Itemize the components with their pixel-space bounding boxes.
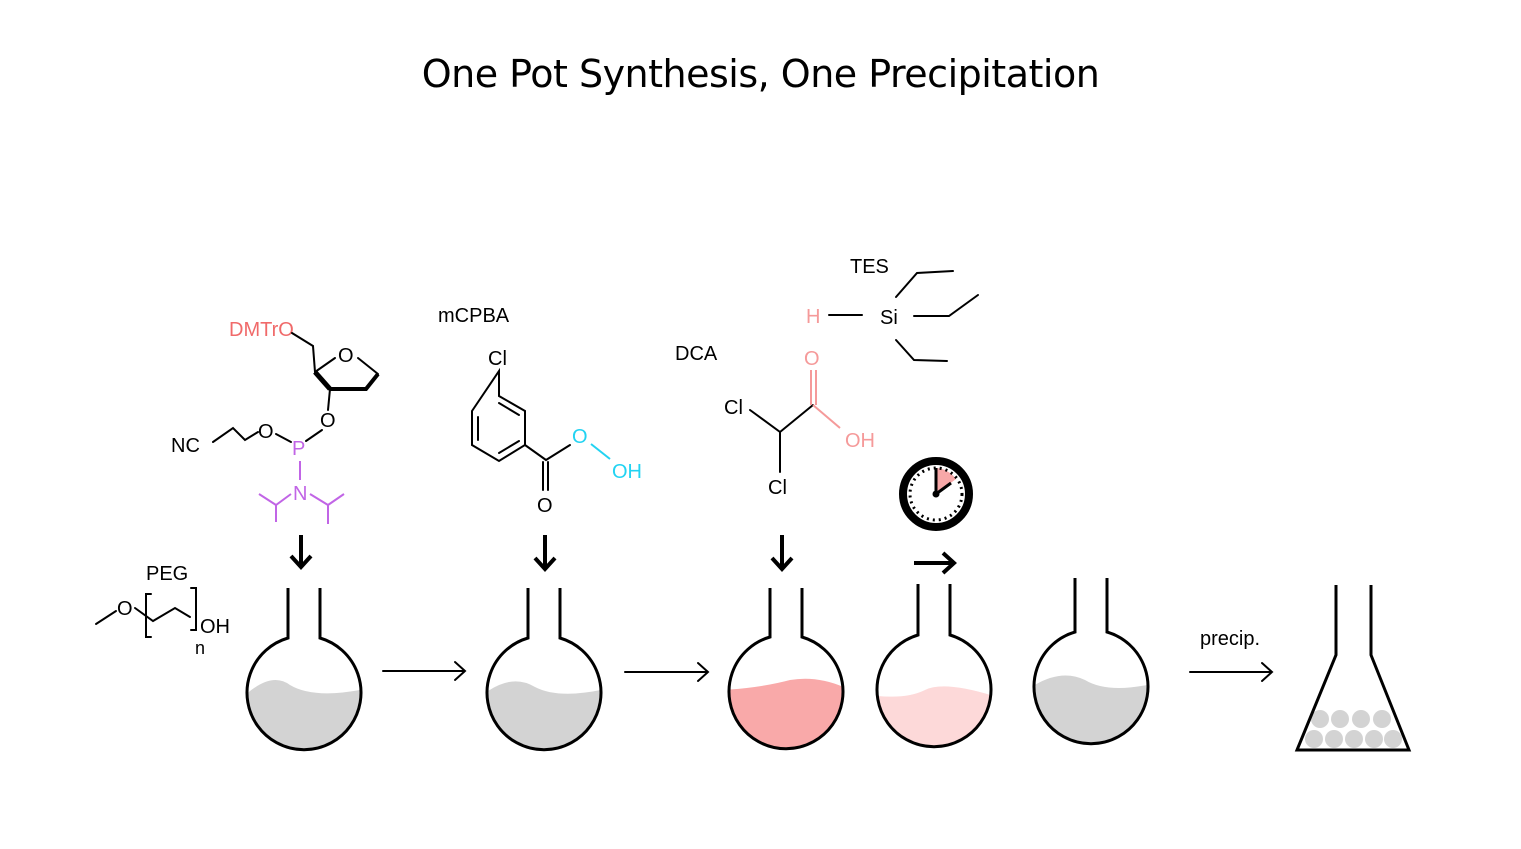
add-reagent-arrow-2 <box>533 535 557 572</box>
precip-label: precip. <box>1200 628 1260 650</box>
tes-structure: TES H Si <box>806 256 979 362</box>
mcpba-chlorine: Cl <box>488 348 507 370</box>
dca-carbonyl-oxygen: O <box>804 348 820 370</box>
phosphoramidite-structure: DMTrO O O P O NC N <box>171 319 380 524</box>
dca-hydroxyl: OH <box>845 430 875 452</box>
benzene-ring <box>471 367 526 463</box>
step-arrow-1 <box>382 661 467 681</box>
dca-structure: DCA Cl Cl O OH <box>675 343 875 499</box>
page-title: One Pot Synthesis, One Precipitation <box>421 52 1100 96</box>
peg-structure: PEG O OH n <box>95 563 230 658</box>
dmtro-label: DMTrO <box>229 319 294 341</box>
bold-bond <box>330 372 380 391</box>
mcpba-peroxy-oxygen: O <box>572 426 588 448</box>
bond <box>291 332 316 373</box>
peg-hydroxyl: OH <box>200 616 230 638</box>
bond <box>590 443 611 460</box>
bond <box>305 429 323 442</box>
oxygen-3: O <box>320 410 336 432</box>
bond <box>134 606 191 623</box>
erlenmeyer-flask-precipitate <box>1294 585 1412 752</box>
clock-icon <box>899 457 973 531</box>
bond <box>212 426 259 443</box>
mcpba-hydroxyl: OH <box>612 461 642 483</box>
bond <box>749 404 814 473</box>
flask-1 <box>245 588 363 752</box>
flask-2 <box>485 588 603 752</box>
ring-oxygen: O <box>338 345 354 367</box>
tes-hydride: H <box>806 306 820 328</box>
dca-chlorine-2: Cl <box>768 477 787 499</box>
add-reagent-arrow-3 <box>770 535 794 572</box>
flask-3 <box>727 588 845 751</box>
erlenmeyer-outline <box>1294 585 1412 752</box>
double-bond <box>542 461 549 491</box>
mcpba-structure: mCPBA Cl O O OH <box>438 305 642 517</box>
precipitation-arrow <box>1189 662 1274 682</box>
step-arrow-2 <box>624 662 710 682</box>
add-reagent-arrow-1 <box>289 535 313 570</box>
bond <box>275 433 292 443</box>
bond <box>524 444 571 462</box>
nitrile-label: NC <box>171 435 200 457</box>
tes-label: TES <box>850 256 889 278</box>
time-arrow <box>914 551 957 575</box>
tes-silicon: Si <box>880 307 898 329</box>
flask-4 <box>875 584 993 749</box>
flask-liquid <box>248 680 362 750</box>
flask-outline <box>1032 578 1150 746</box>
peg-repeat-n: n <box>195 638 205 658</box>
peg-oxygen: O <box>117 598 133 620</box>
bond <box>327 388 331 411</box>
isopropyl-bonds <box>258 493 345 524</box>
mcpba-carbonyl-oxygen: O <box>537 495 553 517</box>
dca-label: DCA <box>675 343 718 365</box>
ethyl-bonds <box>895 270 979 362</box>
flask-outline <box>485 588 603 752</box>
cyanoethyl-oxygen: O <box>258 421 274 443</box>
mcpba-label: mCPBA <box>438 305 510 327</box>
peg-label: PEG <box>146 563 188 585</box>
flask-outline <box>875 584 993 749</box>
precipitate-beads <box>1305 710 1402 748</box>
flask-outline <box>727 588 845 751</box>
carboxyl-bonds <box>810 370 841 429</box>
bond <box>95 610 117 625</box>
dca-chlorine-1: Cl <box>724 397 743 419</box>
phosphorus: P <box>292 438 305 460</box>
nitrogen: N <box>293 483 307 505</box>
repeat-brackets <box>145 587 197 638</box>
flask-outline <box>245 588 363 752</box>
bond <box>314 357 379 375</box>
wedge-bond <box>313 370 332 391</box>
flask-5 <box>1032 578 1150 746</box>
